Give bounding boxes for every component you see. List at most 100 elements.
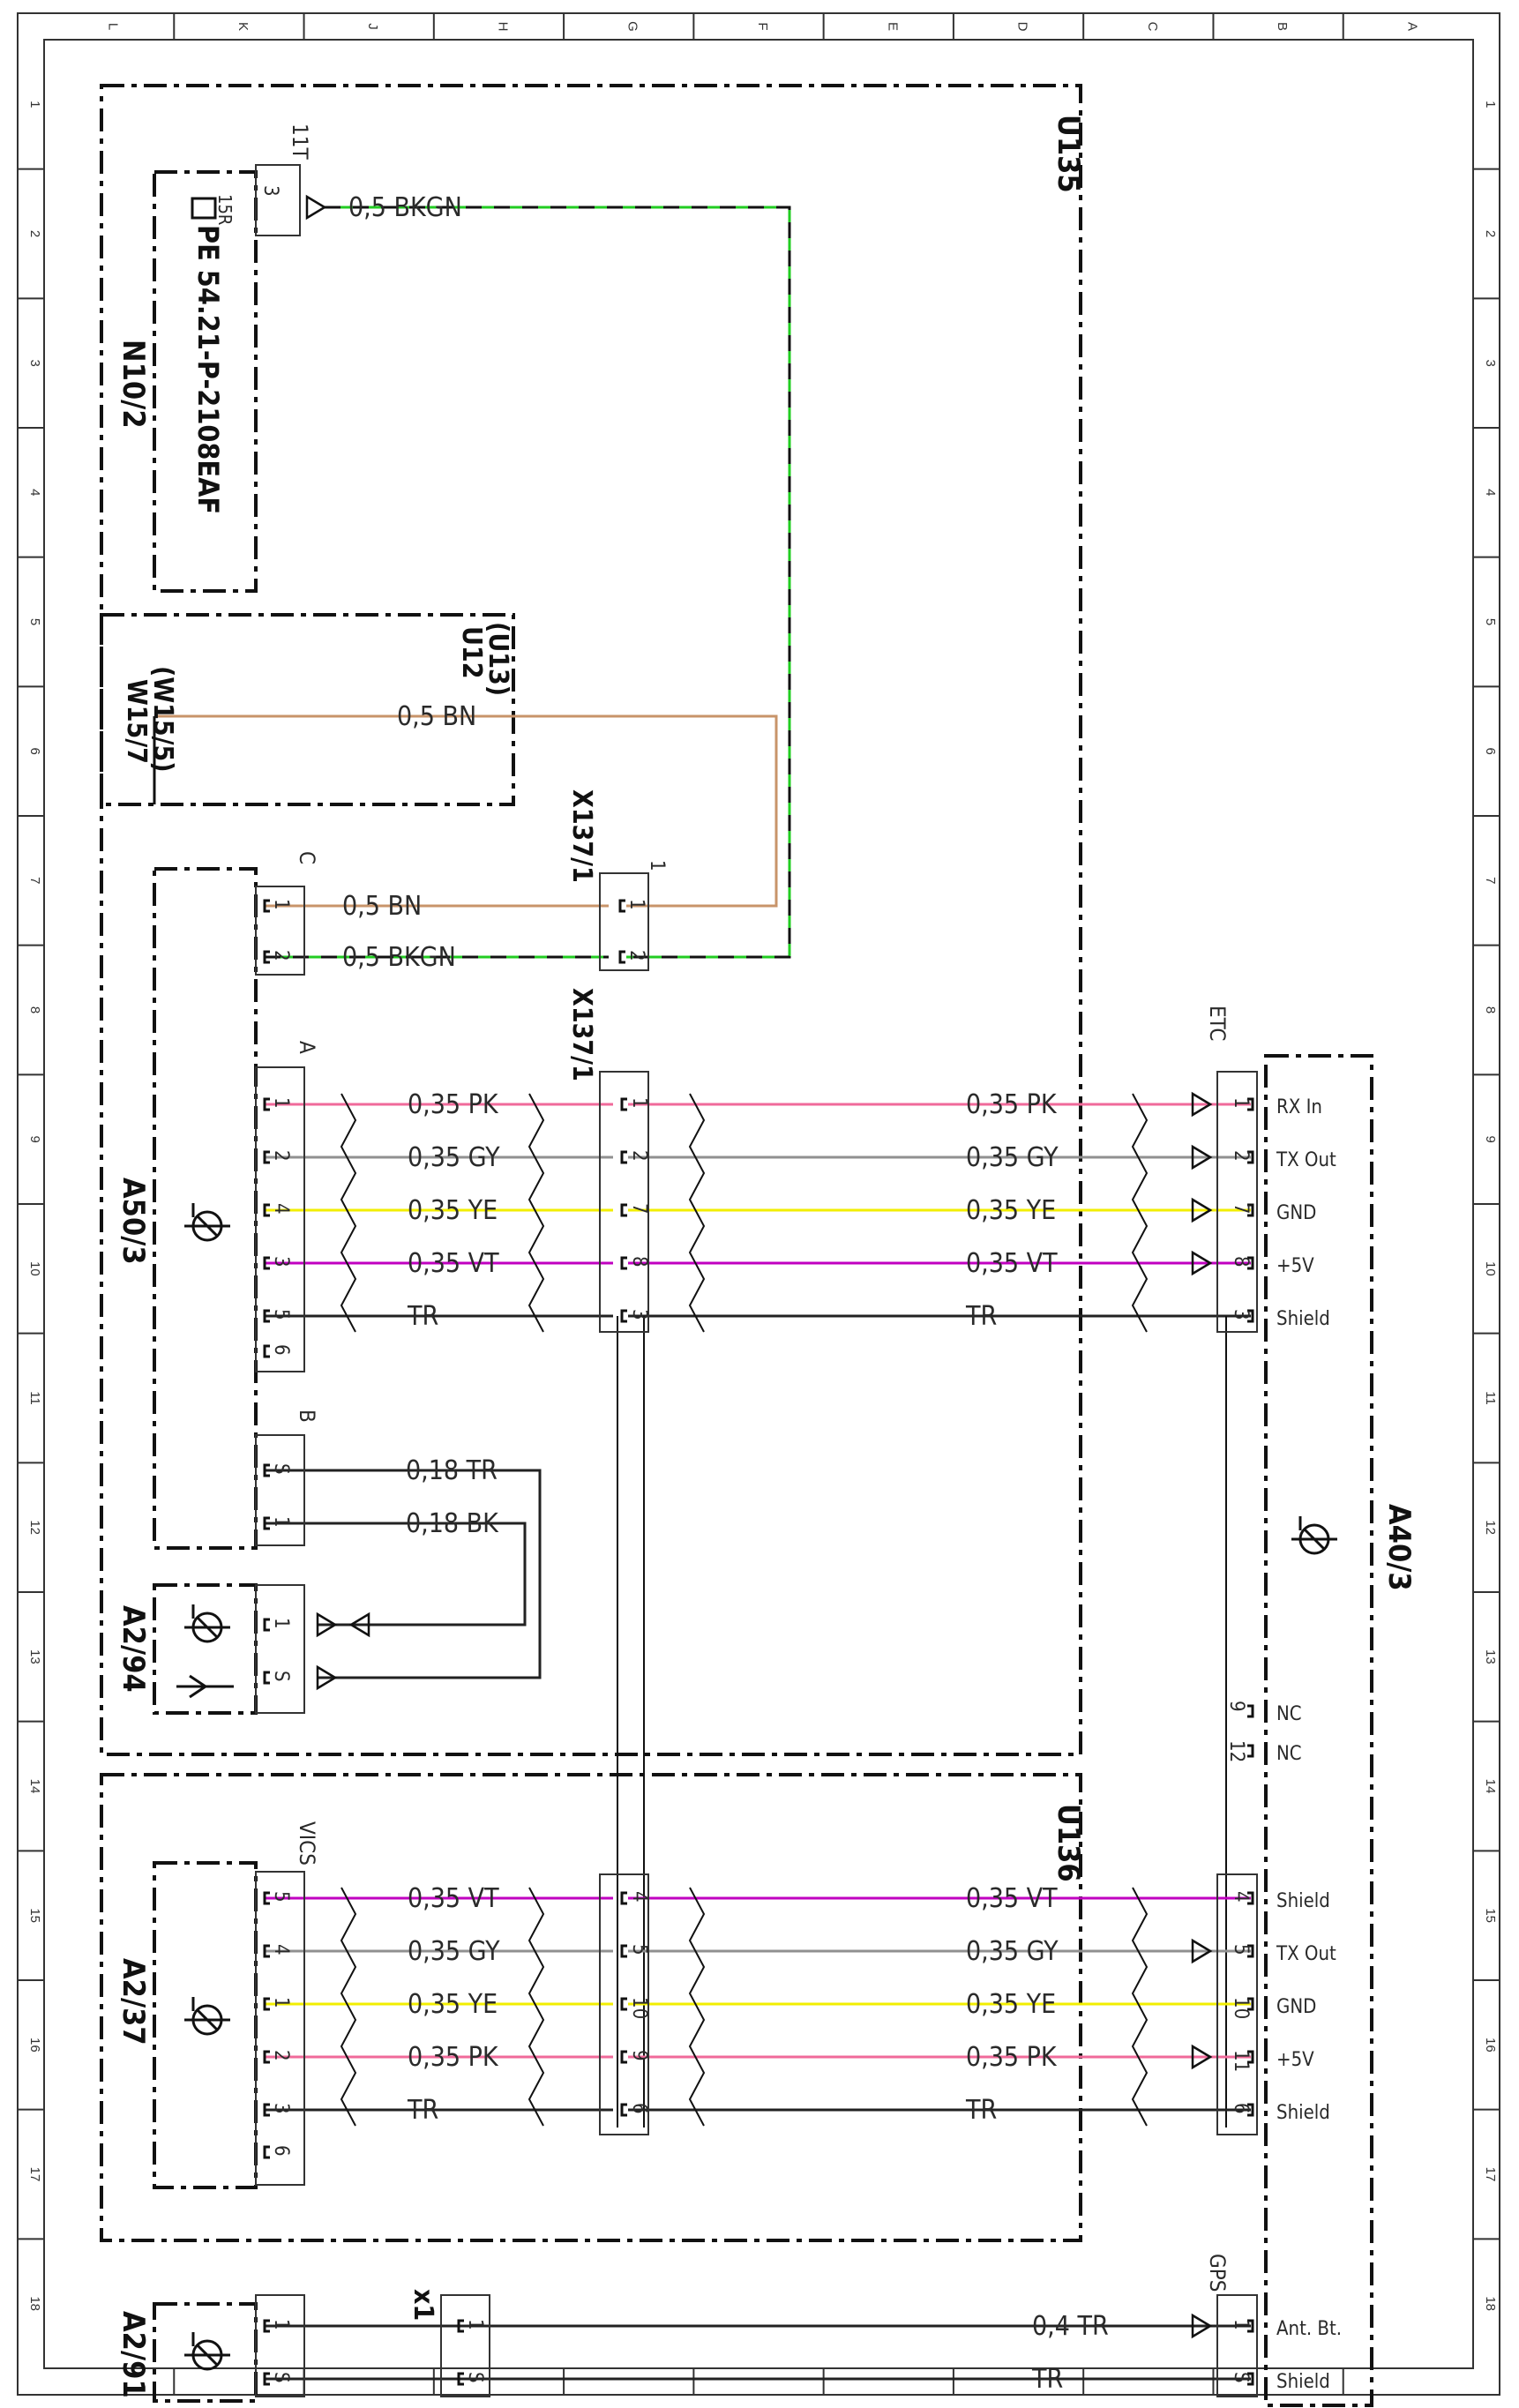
module-u136-label: U136 — [1051, 1804, 1086, 1882]
pin-mark — [263, 2319, 270, 2333]
row-marker: 7 — [1483, 877, 1498, 884]
pin-mark — [1247, 1944, 1254, 1958]
pin-number: 4 — [270, 1203, 292, 1215]
module-boxes — [100, 84, 1373, 2407]
wire-label: TR — [965, 2095, 997, 2126]
connector-c-housing — [255, 886, 305, 976]
wire-label: TR — [407, 2095, 438, 2126]
arrow-head-icon — [1191, 1091, 1213, 1118]
pin-number: 1 — [628, 1097, 650, 1109]
wire-label: 0,35 PK — [408, 2042, 499, 2073]
x1-housing — [440, 2294, 490, 2397]
wire-label: 0,35 VT — [966, 1883, 1058, 1914]
pin-mark — [263, 950, 270, 964]
row-marker: 18 — [1483, 2296, 1498, 2311]
row-marker: 16 — [1483, 2038, 1498, 2053]
row-marker: 9 — [27, 1135, 42, 1142]
pin-mark — [620, 1256, 627, 1270]
column-marker: K — [236, 22, 251, 31]
connector-c-label: C — [295, 851, 319, 864]
connector-vics-label: VICS — [295, 1821, 319, 1866]
wire-label: 0,18 TR — [406, 1455, 498, 1486]
arrow-head-icon — [1191, 2044, 1213, 2070]
wire-label: 0,5 BN — [397, 701, 476, 732]
pin-number: 3 — [270, 1256, 292, 1268]
pin-number: 11 — [1230, 2050, 1252, 2072]
row-marker: 3 — [27, 359, 42, 366]
pin-label: NC — [1276, 1743, 1302, 1765]
pin-number: 10 — [628, 1997, 650, 2019]
module-u136 — [100, 1773, 1082, 2242]
arrow-head-icon — [348, 1612, 370, 1638]
pin-number: 3 — [270, 2103, 292, 2114]
module-a40-3 — [1264, 1054, 1373, 2407]
pin-number: 1 — [625, 899, 647, 910]
pin-number: 1 — [1230, 2319, 1252, 2330]
connector-gps-right-housing — [1216, 2294, 1258, 2397]
row-marker: 17 — [1483, 2167, 1498, 2182]
pin-label: TX Out — [1276, 1149, 1336, 1171]
arrow-head-icon — [305, 194, 327, 221]
connector-b-housing — [255, 1434, 305, 1546]
wire-bkgn-top-tracer — [325, 206, 791, 959]
row-marker: 11 — [27, 1391, 42, 1405]
arrow-head-icon — [316, 1664, 338, 1691]
pin-mark — [263, 1671, 270, 1685]
pin-number: 2 — [270, 2050, 292, 2061]
row-marker: 14 — [27, 1779, 42, 1794]
pin-mark — [263, 899, 270, 913]
module-a40-label: A40/3 — [1381, 1504, 1417, 1591]
pin-label: TX Out — [1276, 1943, 1336, 1965]
a40-ecu-symbol-icon-diag — [1302, 1527, 1327, 1552]
pin-mark — [1247, 2103, 1254, 2117]
pin-number: S — [1230, 2372, 1252, 2383]
arrow-head-icon — [1191, 1197, 1213, 1223]
row-marker: 15 — [1483, 1908, 1498, 1923]
wire-label: 0,5 BN — [342, 891, 422, 922]
row-marker: 1 — [27, 101, 42, 108]
a294-connector-housing — [255, 1584, 305, 1714]
pin-number: 7 — [628, 1203, 650, 1215]
wire-label: 0,35 GY — [408, 1936, 500, 1967]
module-a2-94 — [153, 1583, 258, 1715]
row-marker: 3 — [1483, 359, 1498, 366]
connector-etc-label: ETC — [1205, 1006, 1230, 1042]
pin-number: S — [270, 1671, 292, 1682]
pin-mark — [1247, 2319, 1254, 2333]
pin-number: 3 — [1230, 1309, 1252, 1320]
pin-number: 2 — [270, 950, 292, 961]
row-marker: 2 — [27, 230, 42, 237]
pin-number: 4 — [1230, 1891, 1252, 1903]
pin-mark — [263, 2103, 270, 2117]
pin-mark — [263, 1944, 270, 1958]
wire-label: TR — [407, 1301, 438, 1332]
twisted-pair-icon — [1131, 1887, 1149, 2127]
column-marker: D — [1015, 22, 1030, 32]
arrow-head-icon — [1191, 1250, 1213, 1276]
connector-gps-label: GPS — [1205, 2254, 1230, 2292]
pin-number: 5 — [628, 1944, 650, 1956]
pe-reference-label: PE 54.21-P-2108EAF — [191, 225, 225, 514]
connector-b-label: B — [295, 1410, 319, 1423]
pin-mark — [457, 2372, 464, 2386]
wire-label: 0,35 GY — [408, 1142, 500, 1173]
pin-number: S — [270, 2372, 292, 2383]
module-w15-label: W15/7 — [121, 679, 152, 764]
row-marker: 17 — [27, 2167, 42, 2182]
pin-number: 4 — [270, 1944, 292, 1956]
pin-label: RX In — [1276, 1096, 1322, 1118]
pin-mark — [620, 1944, 627, 1958]
pin-mark — [263, 2372, 270, 2386]
a50-ecu-symbol-icon-diag — [195, 1214, 220, 1238]
connector-a-label: A — [295, 1041, 319, 1054]
pin-11t: 3 — [259, 185, 281, 197]
pin-mark — [263, 1516, 270, 1530]
pin-mark — [620, 2050, 627, 2064]
module-n10-2 — [153, 170, 258, 593]
pin-number: 5 — [270, 1891, 292, 1903]
row-marker: 11 — [1483, 1391, 1498, 1405]
pin-number: 8 — [1230, 1256, 1252, 1268]
pin-number: 6 — [270, 1344, 292, 1356]
x137-top-housing — [599, 872, 649, 971]
pin-mark — [1247, 1203, 1254, 1217]
